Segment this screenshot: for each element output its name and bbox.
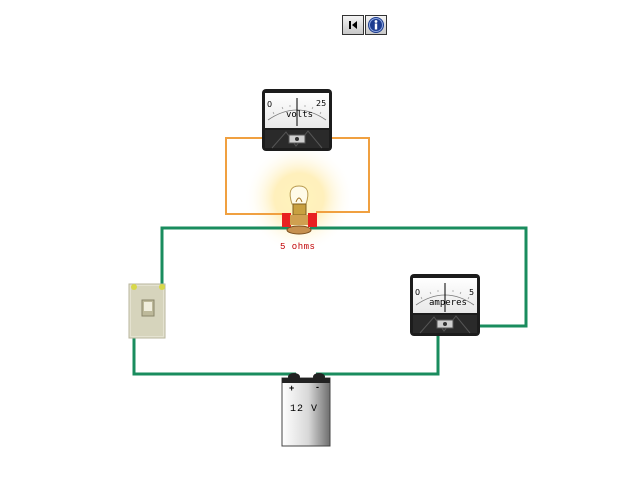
battery-minus-sign: - (316, 382, 319, 392)
battery (281, 373, 331, 447)
voltmeter-unit-label: volts (286, 110, 314, 120)
info-button[interactable] (365, 15, 387, 35)
battery-positive-terminal (288, 373, 300, 381)
battery-voltage-label: 12 V (290, 404, 319, 415)
main-circuit-wire (132, 226, 528, 376)
ammeter-scale-max: 5 (469, 288, 475, 297)
ammeter-unit-label: amperes (429, 298, 467, 308)
skip-to-start-icon (349, 21, 357, 29)
bulb-resistance-label: 5 ohms (280, 242, 316, 252)
voltmeter-scale-max: 25 (316, 99, 327, 108)
bulb-right-terminal (308, 213, 317, 227)
switch[interactable] (128, 283, 166, 339)
bulb-left-terminal (282, 213, 291, 227)
ammeter-scale-min: 0 (415, 288, 421, 297)
voltmeter-wire-left (225, 137, 295, 215)
reset-button[interactable] (342, 15, 364, 35)
voltmeter-scale-min: 0 (267, 100, 273, 109)
battery-negative-terminal (313, 373, 325, 381)
light-bulb (282, 185, 317, 235)
voltmeter (262, 89, 332, 151)
battery-plus-sign: + (289, 383, 295, 393)
ammeter (410, 274, 480, 336)
info-icon (368, 17, 384, 33)
